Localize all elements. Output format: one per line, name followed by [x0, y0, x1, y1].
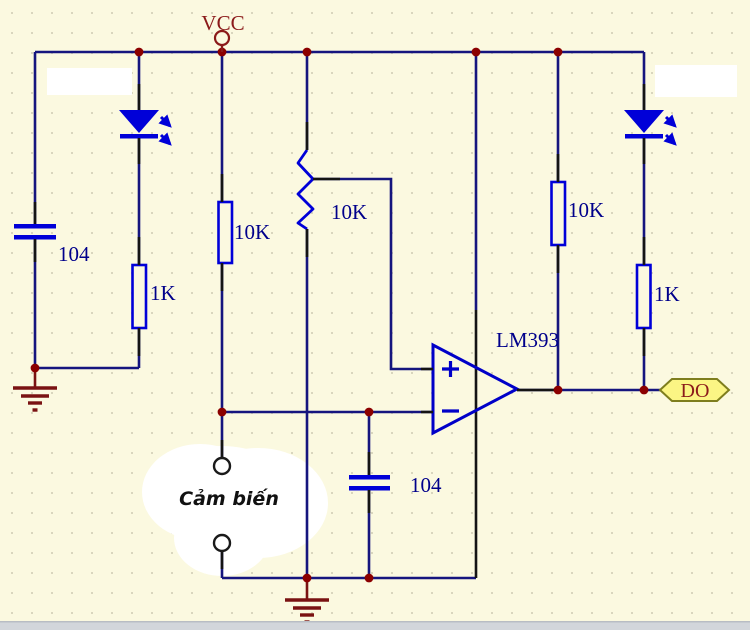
do-output-port: DO: [658, 378, 731, 402]
res-led-left-value: 1K: [150, 281, 176, 305]
opamp-plus-icon: [442, 361, 459, 377]
res-out-pullup-value: 10K: [568, 198, 604, 222]
res-led-left-symbol: [131, 263, 148, 330]
res-led-right-symbol: [635, 263, 652, 330]
components: [14, 110, 677, 578]
junction-dots: [30, 47, 649, 583]
res-sensor-pullup-symbol: [217, 200, 234, 265]
sensor-pin-bottom: [212, 533, 232, 553]
do-port-label: DO: [681, 380, 710, 402]
cap-filter-symbol: [349, 475, 390, 491]
bottom-strip: [0, 621, 750, 630]
component-pins: [33, 84, 646, 569]
res-led-right-value: 1K: [654, 282, 680, 306]
status-led-symbol: [624, 110, 677, 146]
vcc-terminal: VCC: [201, 11, 245, 52]
value-labels: 104 1K 10K 10K 104 10K 1K LM393: [58, 198, 680, 497]
led-emission-arrows-icon: [158, 114, 172, 146]
power-led-symbol: [119, 110, 172, 146]
resistors: [131, 180, 652, 330]
vcc-terminal-circle: [213, 29, 231, 47]
cap-left-symbol: [14, 224, 56, 240]
led-emission-arrows-icon: [663, 114, 677, 146]
opamp-symbol: [431, 310, 521, 578]
pot-threshold-symbol: [296, 149, 315, 231]
pot-threshold-value: 10K: [331, 200, 367, 224]
sensor-label: Cảm biến: [179, 487, 279, 510]
vcc-label: VCC: [201, 11, 244, 35]
sensor-pin-top: [212, 456, 232, 476]
ic-label: LM393: [496, 328, 559, 352]
cap-filter-value: 104: [410, 473, 442, 497]
res-sensor-pullup-value: 10K: [234, 220, 270, 244]
do-port-shape: [658, 378, 731, 402]
sensor-connector: Cảm biến: [179, 456, 279, 553]
res-out-pullup-symbol: [550, 180, 567, 247]
pot-wiper-wire: [313, 177, 433, 371]
cap-left-value: 104: [58, 242, 90, 266]
